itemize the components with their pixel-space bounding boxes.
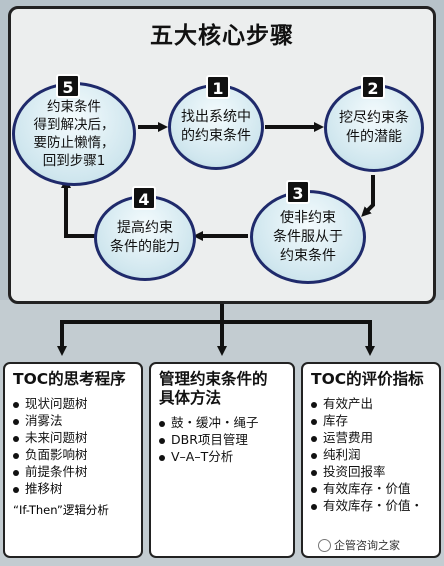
toc-thinking-note: “If-Then”逻辑分析 [13, 503, 109, 517]
bullet-icon [13, 435, 19, 442]
list-item: 鼓・缓冲・绳子 [159, 414, 287, 431]
bullet-icon [311, 452, 317, 459]
toc-metrics-list: 有效产出 库存 运营费用 纯利润 投资回报率 有效库存・价值 有效库存・价值・ [311, 395, 433, 514]
list-item: 未来问题树 [13, 429, 135, 446]
toc-metrics-title: TOC的评价指标 [311, 370, 424, 388]
toc-thinking-list: 现状问题树 消雾法 未来问题树 负面影响树 前提条件树 推移树 [13, 395, 135, 497]
toc-thinking-title: TOC的思考程序 [13, 370, 126, 388]
step-3-circle: 使非约束 条件服从于 约束条件 [250, 190, 366, 284]
bullet-icon [311, 486, 317, 493]
bullet-icon [311, 418, 317, 425]
list-item: 前提条件树 [13, 463, 135, 480]
list-item: 消雾法 [13, 412, 135, 429]
bullet-icon [311, 469, 317, 476]
list-item: 有效库存・价值・ [311, 497, 433, 514]
list-item: 运营费用 [311, 429, 433, 446]
step-5-text: 约束条件 得到解决后， 要防止懒惰， 回到步骤1 [33, 99, 115, 169]
list-item: DBR项目管理 [159, 431, 287, 448]
bullet-icon [311, 503, 317, 510]
constraint-methods-box: 管理约束条件的 具体方法 鼓・缓冲・绳子 DBR项目管理 V–A–T分析 [149, 362, 295, 558]
list-item: V–A–T分析 [159, 448, 287, 465]
bullet-icon [159, 437, 165, 444]
bullet-icon [13, 401, 19, 408]
step-2-text: 挖尽约束条 件的潜能 [339, 110, 409, 145]
panel-title: 五大核心步骤 [150, 23, 294, 49]
arrow-2-to-3 [361, 175, 375, 217]
step-2-badge: 2 [361, 75, 385, 99]
list-item: 现状问题树 [13, 395, 135, 412]
toc-thinking-box: TOC的思考程序 现状问题树 消雾法 未来问题树 负面影响树 前提条件树 推移树… [3, 362, 143, 558]
bullet-icon [311, 401, 317, 408]
bullet-icon [159, 420, 165, 427]
list-item: 有效库存・价值 [311, 480, 433, 497]
step-1-text: 找出系统中 的约束条件 [181, 109, 251, 144]
toc-metrics-box: TOC的评价指标 有效产出 库存 运营费用 纯利润 投资回报率 有效库存・价值 … [301, 362, 441, 558]
constraint-methods-title: 管理约束条件的 具体方法 [159, 370, 268, 407]
bullet-icon [13, 418, 19, 425]
list-item: 投资回报率 [311, 463, 433, 480]
list-item: 有效产出 [311, 395, 433, 412]
bullet-icon [311, 435, 317, 442]
step-1-badge: 1 [206, 75, 230, 99]
arrow-4-to-5 [61, 178, 95, 238]
watermark-text: 企管咨询之家 [334, 539, 400, 552]
step-3-text: 使非约束 条件服从于 约束条件 [273, 209, 343, 264]
watermark: 企管咨询之家 [318, 537, 400, 553]
step-4-badge: 4 [132, 186, 156, 210]
wechat-icon [318, 538, 331, 552]
list-item: 库存 [311, 412, 433, 429]
bullet-icon [159, 454, 165, 461]
bullet-icon [13, 469, 19, 476]
step-4-text: 提高约束 条件的能力 [110, 220, 180, 255]
bullet-icon [13, 452, 19, 459]
step-3-badge: 3 [286, 180, 310, 204]
list-item: 纯利润 [311, 446, 433, 463]
list-item: 推移树 [13, 480, 135, 497]
bullet-icon [13, 486, 19, 493]
constraint-methods-list: 鼓・缓冲・绳子 DBR项目管理 V–A–T分析 [159, 414, 287, 465]
list-item: 负面影响树 [13, 446, 135, 463]
step-5-badge: 5 [56, 74, 80, 98]
